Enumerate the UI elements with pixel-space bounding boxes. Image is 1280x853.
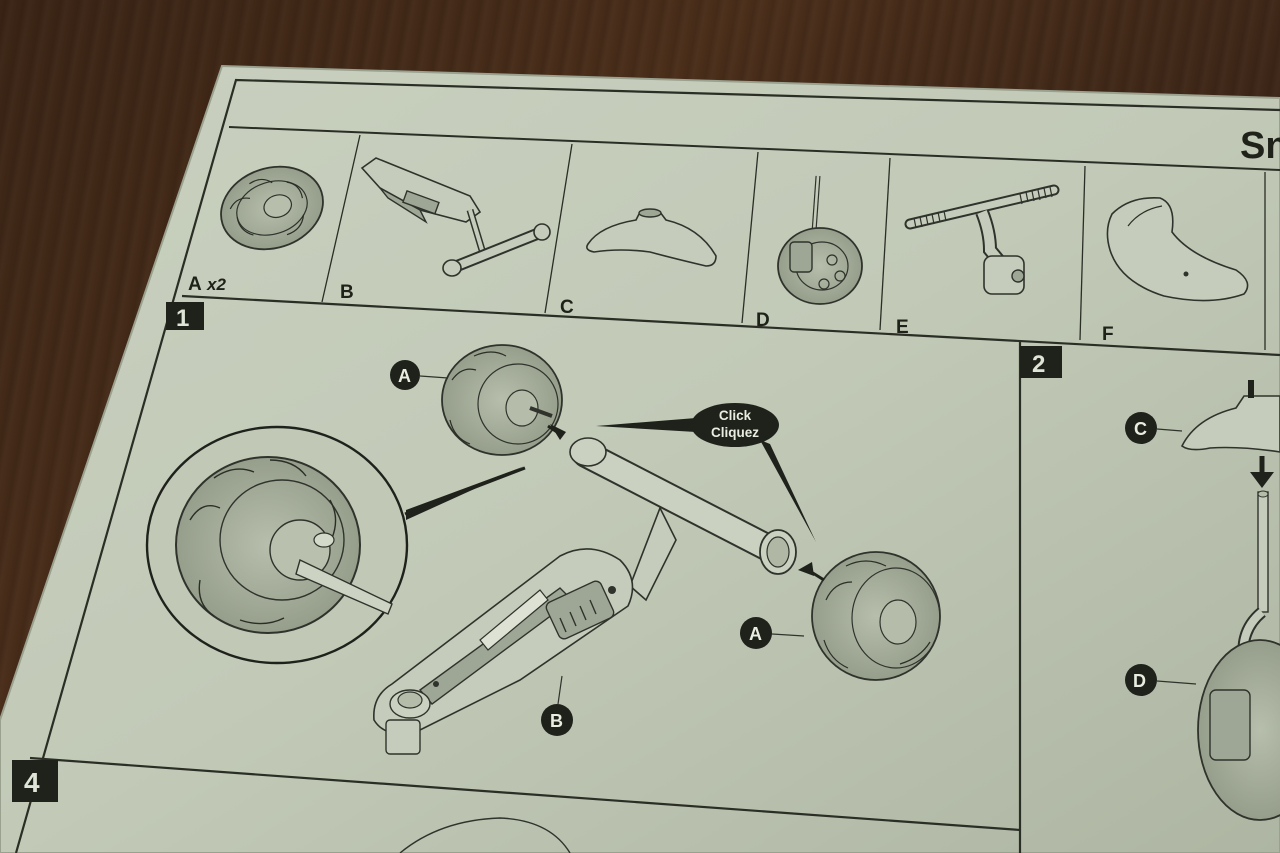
step2-number: 2 xyxy=(1032,351,1045,378)
seat-icon xyxy=(1106,197,1249,302)
parts-row-separators xyxy=(321,134,1266,350)
arrow-left-shaft xyxy=(547,424,561,436)
step4-partial-illustration xyxy=(399,817,571,853)
bubble-a-top xyxy=(390,360,420,390)
bubble-b-letter: B xyxy=(550,711,563,731)
bubble-d xyxy=(1125,664,1157,696)
leader-d xyxy=(1156,680,1197,685)
part-label-f: F xyxy=(1102,324,1114,345)
click-callout: Click Cliquez xyxy=(596,403,816,542)
step4-badge xyxy=(12,760,58,802)
bubble-d-letter: D xyxy=(1133,671,1146,691)
frame-icon xyxy=(360,157,551,277)
rear-axle xyxy=(569,437,797,575)
parts-row-divider xyxy=(181,294,1280,357)
leader-b xyxy=(557,675,563,705)
bubble-b xyxy=(541,704,573,736)
bubble-a-right-letter: A xyxy=(749,624,762,644)
step2-seat-cover xyxy=(1180,380,1280,453)
bubble-a-top-letter: A xyxy=(398,366,411,386)
wheel-icon xyxy=(220,165,324,251)
step4-number: 4 xyxy=(24,767,40,798)
frame-post xyxy=(629,506,677,602)
step-divider-1-4 xyxy=(29,756,1021,832)
step2-front-wheel xyxy=(1197,490,1280,821)
step1-frame xyxy=(373,548,634,755)
part-label-a: A xyxy=(188,274,202,295)
leader-c xyxy=(1156,428,1183,432)
document-title: Sn xyxy=(1240,125,1280,167)
arrow-right-shaft xyxy=(807,568,825,582)
callout-click-en: Click xyxy=(719,408,752,423)
bubble-c xyxy=(1125,412,1157,444)
leader-a-right xyxy=(771,633,805,637)
seat-cover-icon xyxy=(586,208,717,267)
part-qty-a: x2 xyxy=(206,275,226,294)
bubble-a-right xyxy=(740,617,772,649)
leader-a-top xyxy=(419,375,449,379)
part-label-d: D xyxy=(756,310,770,331)
step1-badge xyxy=(166,302,204,330)
step2-badge xyxy=(1020,346,1062,378)
step1-number: 1 xyxy=(176,305,189,332)
step1-wheel-top xyxy=(441,344,563,456)
sheet-border xyxy=(14,78,1280,853)
front-wheel-icon xyxy=(777,175,863,305)
arrow-down-icon xyxy=(1250,456,1274,488)
part-label-b: B xyxy=(340,282,354,303)
step1-wheel-right xyxy=(811,551,941,681)
bubble-c-letter: C xyxy=(1134,419,1147,439)
header-divider xyxy=(228,126,1280,171)
handlebar-icon xyxy=(904,184,1060,295)
wheel-zoom-detail xyxy=(145,425,526,665)
part-label-e: E xyxy=(896,317,909,338)
part-label-c: C xyxy=(560,297,574,318)
callout-click-fr: Cliquez xyxy=(711,425,759,440)
